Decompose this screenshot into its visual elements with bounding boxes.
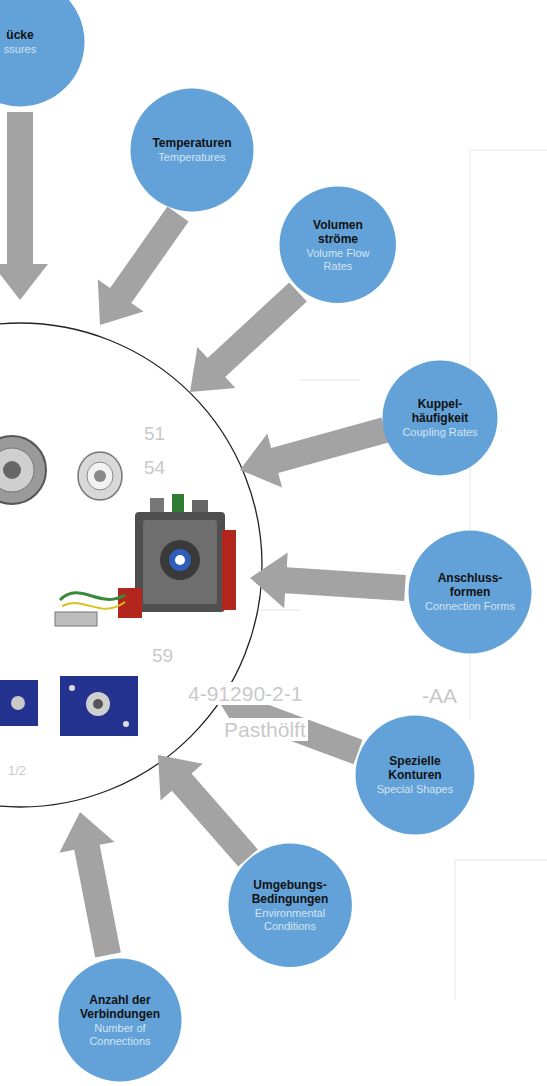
circle-shape (409, 531, 532, 654)
factor-circle: Kuppel- häufigkeitCoupling Rates (382, 360, 498, 476)
circle-text: Umgebungs- BedingungenEnvironmental Cond… (241, 877, 339, 932)
circle-text: TemperaturenTemperatures (146, 136, 238, 164)
german-label: Temperaturen (146, 136, 238, 150)
block-arrow (98, 207, 189, 326)
block-arrow (59, 812, 120, 958)
drawing-label: 51 (142, 424, 167, 445)
circle-shape (0, 0, 85, 107)
english-label: Number of Connections (74, 1022, 166, 1048)
english-label: Temperatures (146, 151, 238, 164)
circle-text: Anzahl der VerbindungenNumber of Connect… (74, 993, 166, 1048)
drawing-label: Pasthölft (222, 718, 308, 741)
english-label: Connection Forms (425, 600, 515, 613)
factor-circle: Umgebungs- BedingungenEnvironmental Cond… (228, 843, 352, 967)
factor-circle: Anzahl der VerbindungenNumber of Connect… (58, 958, 182, 1082)
drawing-label: 4-91290-2-1 (186, 682, 304, 705)
factor-circle: Anschluss- formenConnection Forms (408, 530, 532, 654)
drawing-label: 1/2 (6, 764, 28, 778)
german-label: Umgebungs- Bedingungen (241, 877, 339, 905)
english-label: Environmental Conditions (241, 906, 339, 932)
circle-shape (131, 89, 254, 212)
circle-text: Anschluss- formenConnection Forms (425, 571, 515, 613)
block-arrow (190, 283, 307, 393)
circle-shape (383, 361, 498, 476)
circle-text: Kuppel- häufigkeitCoupling Rates (395, 397, 485, 439)
block-arrow (240, 418, 389, 488)
drawing-label: -AA (420, 684, 459, 707)
english-label: ssures (0, 43, 60, 56)
german-label: Kuppel- häufigkeit (395, 397, 485, 425)
circle-text: Volumen strömeVolume Flow Rates (293, 217, 383, 272)
drawing-label: 59 (150, 646, 175, 667)
circle-shape (228, 843, 351, 966)
factor-circle: ückessures (0, 0, 85, 107)
english-label: Coupling Rates (395, 426, 485, 439)
german-label: Volumen ströme (293, 217, 383, 245)
circle-shape (59, 959, 182, 1082)
circle-shape (356, 716, 475, 835)
english-label: Special Shapes (370, 783, 460, 796)
circle-shape (280, 187, 396, 303)
german-label: Spezielle Konturen (370, 754, 460, 782)
block-arrow (158, 755, 258, 867)
factor-circle: TemperaturenTemperatures (130, 88, 254, 212)
drawing-label: 54 (142, 458, 167, 479)
circle-text: Spezielle KonturenSpecial Shapes (370, 754, 460, 796)
block-arrow (0, 112, 48, 300)
english-label: Volume Flow Rates (293, 246, 383, 272)
factor-circle: Volumen strömeVolume Flow Rates (279, 186, 396, 303)
factor-circle: Spezielle KonturenSpecial Shapes (355, 715, 475, 835)
german-label: Anzahl der Verbindungen (74, 993, 166, 1021)
circle-text: ückessures (0, 28, 60, 56)
block-arrow (250, 552, 406, 608)
circle-outline (130, 88, 254, 212)
german-label: ücke (0, 28, 60, 42)
german-label: Anschluss- formen (425, 571, 515, 599)
